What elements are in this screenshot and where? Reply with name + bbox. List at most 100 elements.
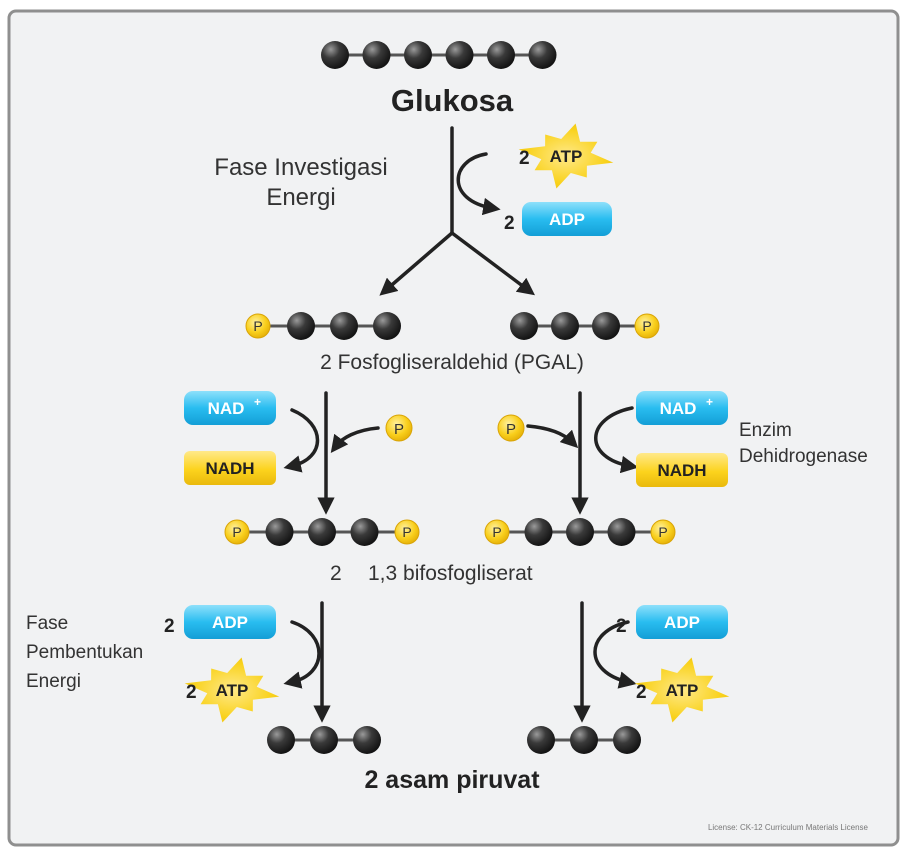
free-phosphate-left: P — [385, 414, 413, 442]
atp-label: ATP — [666, 681, 699, 700]
nadh-label: NADH — [657, 461, 706, 480]
carbon-atom — [404, 41, 432, 69]
enzyme-line1: Enzim — [739, 420, 792, 441]
coefficient-adp-left: 2 — [164, 616, 175, 637]
phosphate-label: P — [402, 524, 411, 540]
atp-star-top: ATP — [518, 123, 614, 189]
glucose-chain — [321, 41, 557, 69]
bpg-label: 1,3 bifosfogliserat — [368, 562, 533, 585]
phosphate-group: P — [245, 313, 271, 339]
carbon-atom — [510, 312, 538, 340]
coefficient-atp-right: 2 — [636, 682, 647, 703]
phosphate-group: P — [650, 519, 676, 545]
adp-pill-top: ADP — [522, 202, 612, 236]
left-nad-curve — [283, 408, 320, 473]
left-phosphate-curve — [330, 426, 380, 453]
carbon-atom — [613, 726, 641, 754]
split-arrow-right — [450, 231, 535, 296]
phosphate-group: P — [634, 313, 660, 339]
carbon-atom — [362, 41, 391, 69]
carbon-atom — [607, 518, 636, 546]
carbon-atom — [350, 518, 379, 546]
nad-superscript: + — [254, 395, 261, 409]
phosphate-label: P — [394, 421, 404, 438]
atp-consumption-curve — [456, 152, 501, 216]
phosphate-circle — [650, 519, 676, 545]
carbon-atom — [592, 312, 620, 340]
energy-molecule-badges: ATP 2 ADP 2 NAD + NADH NAD + NADH — [164, 123, 730, 723]
carbon-atom — [551, 312, 579, 340]
carbon-atom — [321, 41, 349, 69]
phosphate-circle — [634, 313, 660, 339]
carbon-atom — [373, 312, 401, 340]
carbon-atom — [487, 41, 515, 69]
carbon-atom — [308, 518, 336, 546]
carbon-atom — [528, 41, 557, 69]
carbon-atom — [267, 726, 295, 754]
left-adp-curve — [283, 620, 321, 689]
phosphate-circle — [224, 519, 250, 545]
split-arrow-left — [379, 231, 454, 296]
nad-pill-right: NAD + — [636, 391, 728, 425]
adp-label: ADP — [212, 613, 248, 632]
coefficient-atp-top: 2 — [519, 148, 530, 169]
carbon-atom — [287, 312, 315, 340]
nad-pill-left: NAD + — [184, 391, 276, 425]
atp-label: ATP — [216, 681, 249, 700]
nad-superscript: + — [706, 395, 713, 409]
phosphate-circle — [394, 519, 420, 545]
phosphate-label: P — [658, 524, 667, 540]
phosphate-label: P — [492, 524, 501, 540]
bpg-coefficient: 2 — [330, 562, 342, 585]
phase-payoff-line2: Pembentukan — [26, 642, 143, 663]
carbon-atom — [524, 518, 553, 546]
nad-label: NAD — [208, 399, 245, 418]
free-phosphate-right: P — [497, 414, 525, 442]
phosphate-group: P — [394, 519, 420, 545]
nadh-pill-left: NADH — [184, 451, 276, 485]
coefficient-adp-right: 2 — [616, 616, 627, 637]
phase-investment-line1: Fase Investigasi — [214, 154, 387, 181]
phosphate-label: P — [642, 318, 651, 334]
phosphate-group: P — [484, 519, 510, 545]
nad-label: NAD — [660, 399, 697, 418]
nadh-pill-right: NADH — [636, 453, 728, 487]
carbon-atom — [310, 726, 338, 754]
phase-payoff-line3: Energi — [26, 671, 81, 692]
right-adp-curve — [593, 620, 637, 689]
carbon-atom — [570, 726, 598, 754]
atp-star-bottom-right: ATP — [634, 657, 730, 723]
pgal-label: 2 Fosfogliseraldehid (PGAL) — [320, 351, 584, 374]
atp-star-bottom-left: ATP — [184, 657, 280, 723]
phosphate-circle — [245, 313, 271, 339]
right-nad-curve — [594, 406, 639, 474]
reaction-arrows — [283, 126, 639, 723]
adp-label: ADP — [549, 210, 585, 229]
pgal-chain-left: P — [245, 312, 401, 340]
carbon-atom — [527, 726, 555, 754]
phase-payoff-line1: Fase — [26, 613, 68, 634]
adp-pill-bottom-left: ADP — [184, 605, 276, 639]
carbon-atom — [353, 726, 381, 754]
pyruvate-chain-left — [267, 726, 381, 754]
right-phosphate-curve — [526, 424, 579, 449]
phosphate-group: P — [224, 519, 250, 545]
atp-label: ATP — [550, 147, 583, 166]
enzyme-line2: Dehidrogenase — [739, 446, 868, 467]
coefficient-atp-left: 2 — [186, 682, 197, 703]
phosphate-label: P — [506, 421, 516, 438]
carbon-atom — [265, 518, 294, 546]
license-text: License: CK-12 Curriculum Materials Lice… — [708, 823, 869, 832]
phosphate-label: P — [253, 318, 262, 334]
carbon-atom — [445, 41, 474, 69]
nadh-label: NADH — [205, 459, 254, 478]
carbon-atom — [566, 518, 594, 546]
adp-pill-bottom-right: ADP — [636, 605, 728, 639]
phosphate-circle — [484, 519, 510, 545]
glucose-title: Glukosa — [391, 83, 514, 118]
